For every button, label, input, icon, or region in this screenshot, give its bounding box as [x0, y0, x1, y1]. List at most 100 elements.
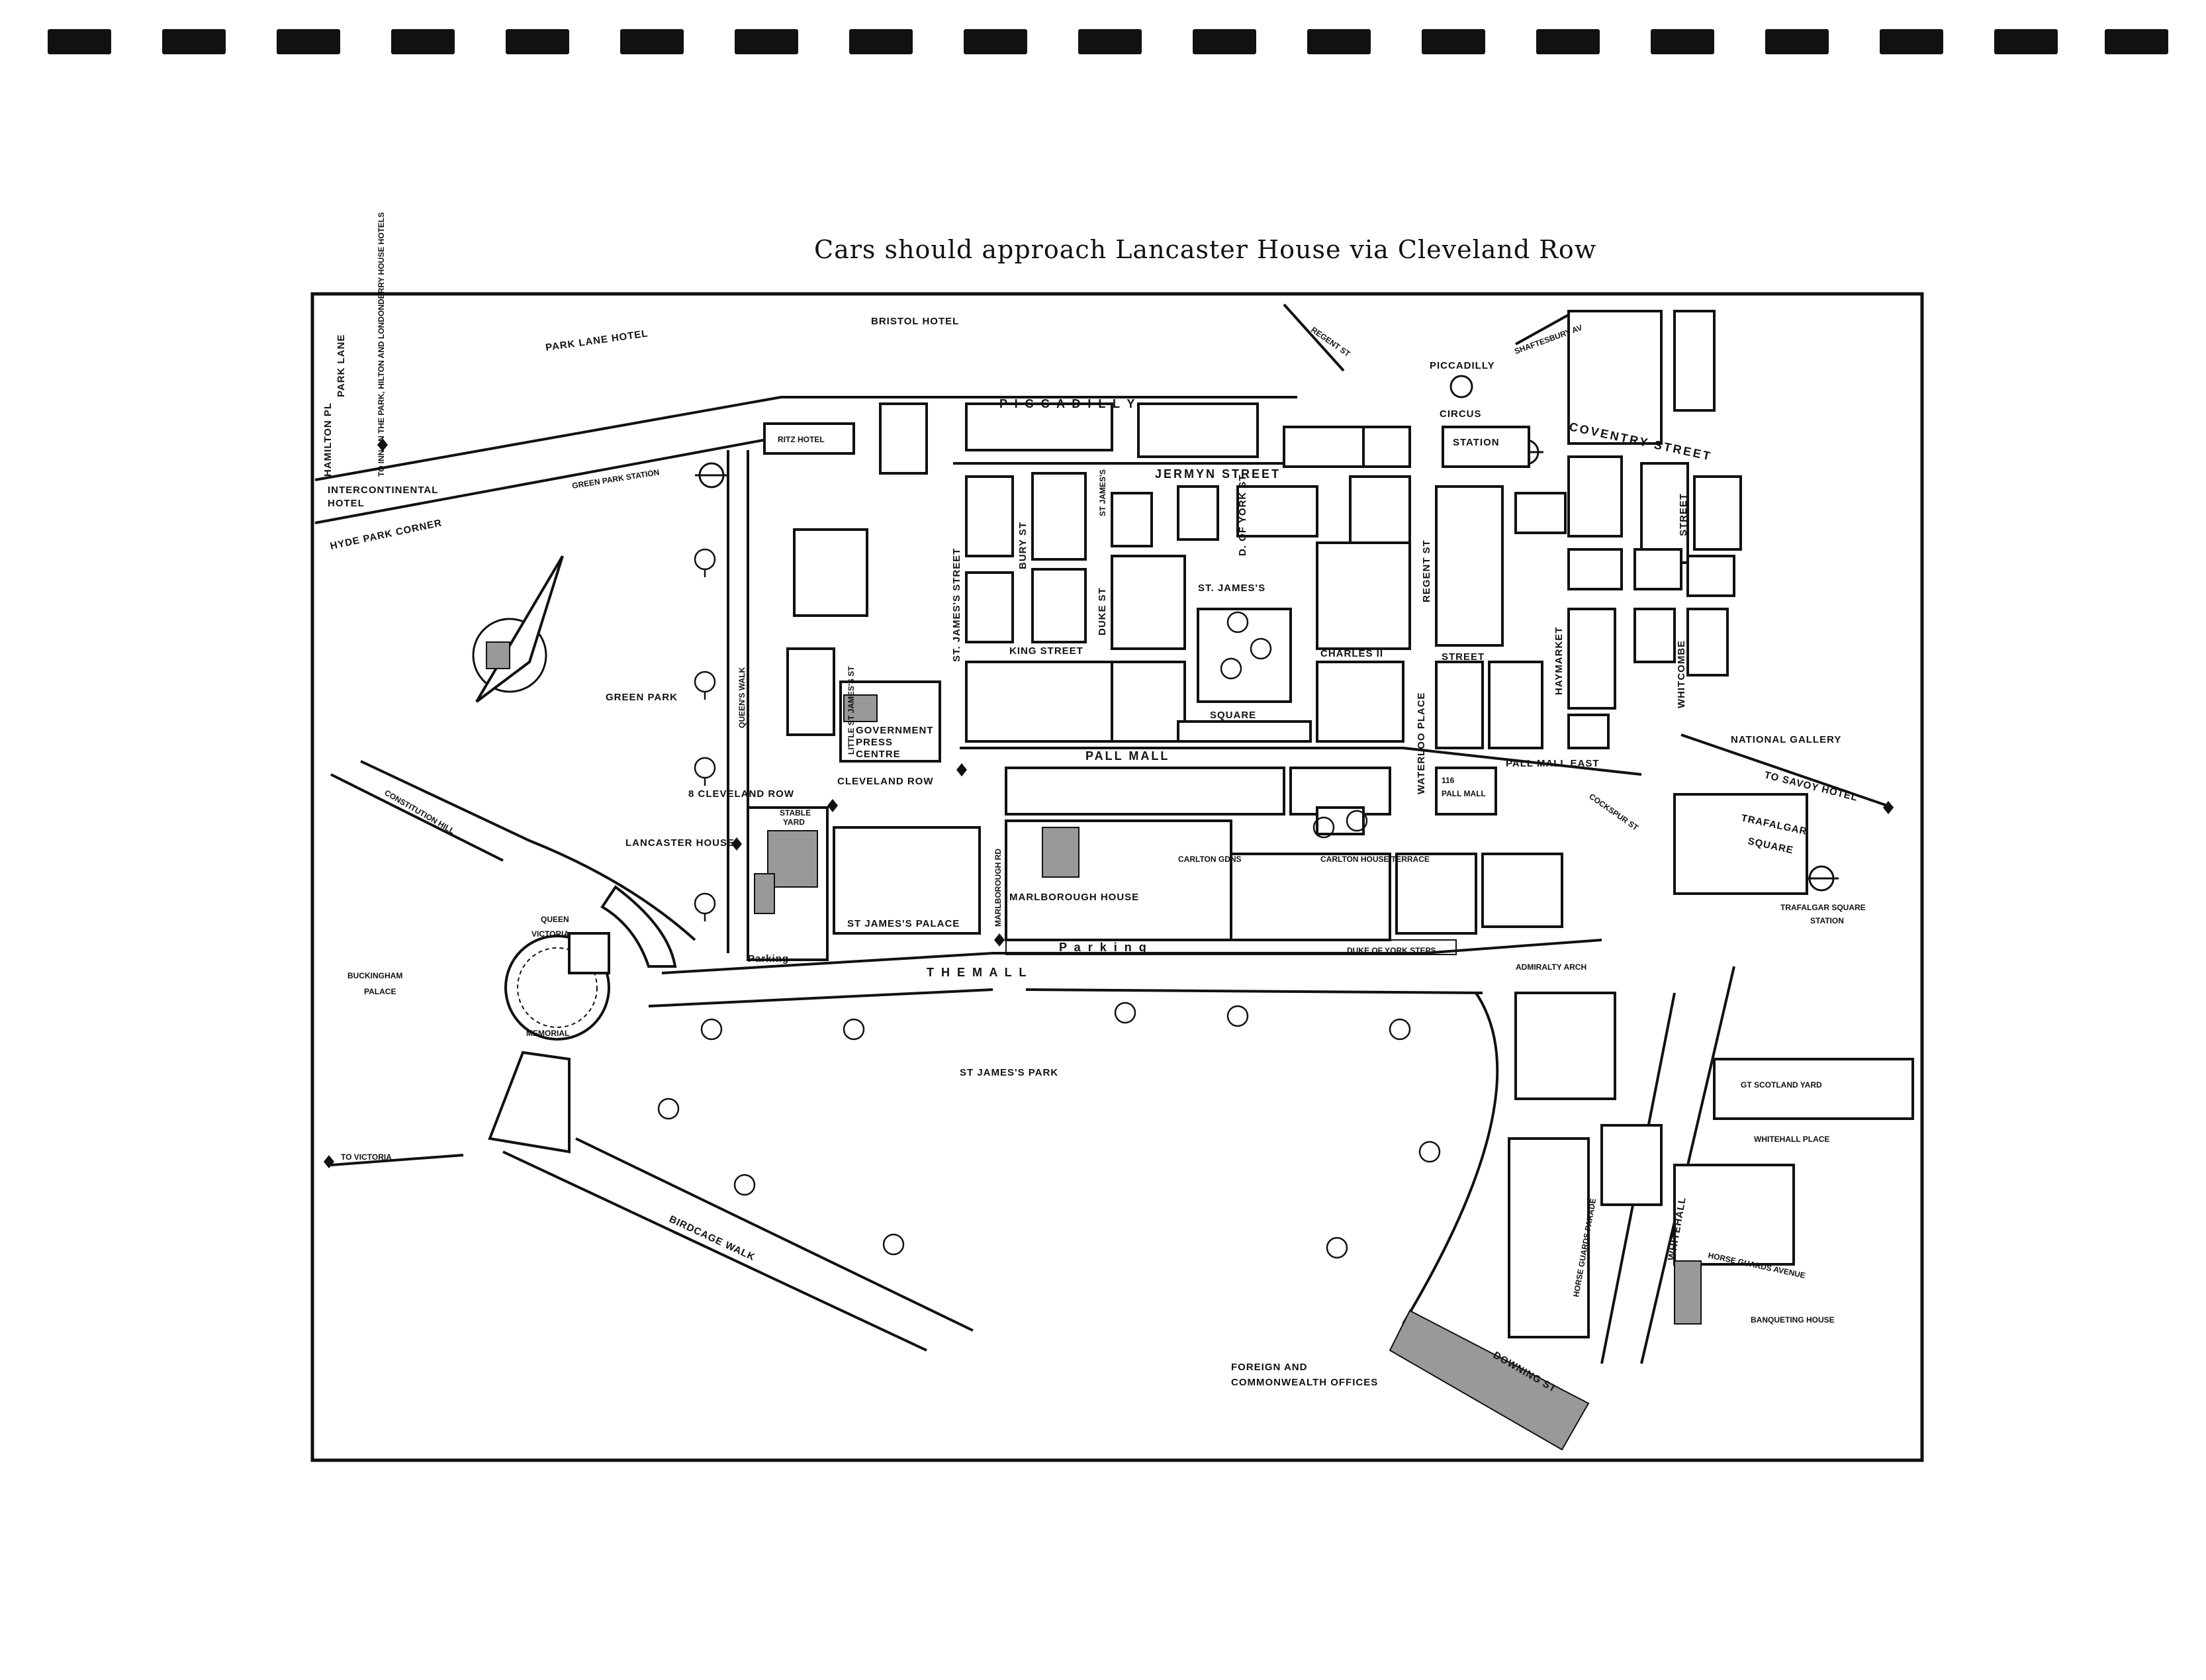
label-constitution-hill: CONSTITUTION HILL	[383, 788, 457, 835]
arrow-marker-icon	[377, 438, 388, 451]
label-foreign-offices-1: FOREIGN AND	[1231, 1362, 1307, 1373]
label-trafalgar-square-station-2: STATION	[1810, 916, 1844, 925]
stable-yard-building	[754, 873, 775, 914]
label-memorial: MEMORIAL	[526, 1029, 569, 1038]
label-trafalgar-square-station-1: TRAFALGAR SQUARE	[1780, 903, 1866, 912]
marlborough-house-building	[1042, 827, 1080, 878]
label-park-lane: PARK LANE	[336, 334, 347, 397]
label-waterloo-place: WATERLOO PLACE	[1416, 692, 1427, 794]
label-square: SQUARE	[1210, 710, 1256, 721]
label-the-mall: T H E M A L L	[927, 966, 1028, 979]
tree-icon	[694, 671, 716, 700]
label-whitehall-place: WHITEHALL PLACE	[1754, 1135, 1829, 1144]
tree-icon	[1326, 1237, 1348, 1259]
label-regent-st: REGENT ST	[1421, 539, 1432, 602]
tree-icon	[1114, 1002, 1136, 1024]
tree-icon	[657, 1097, 680, 1120]
label-green-park-station: GREEN PARK STATION	[571, 467, 660, 490]
arrow-marker-icon	[1883, 801, 1894, 814]
tree-icon	[700, 1018, 723, 1041]
label-pall-mall-east: PALL MALL EAST	[1506, 758, 1600, 769]
label-hamilton-pl: HAMILTON PL	[322, 402, 334, 477]
label-duke-of-york-st: D. OF YORK ST.	[1237, 472, 1248, 556]
label-stable: STABLE	[780, 808, 811, 817]
approach-markers	[324, 438, 1894, 1168]
label-ritz-hotel: RITZ HOTEL	[778, 435, 825, 444]
label-lancaster-house: LANCASTER HOUSE	[625, 837, 735, 849]
tree-icon	[1220, 657, 1242, 680]
label-bristol-hotel: BRISTOL HOTEL	[871, 316, 959, 327]
piccadilly-circus-symbol	[1449, 375, 1473, 398]
label-regent-st-top: REGENT ST	[1309, 325, 1352, 359]
label-parking-2: P a r k i n g	[1059, 941, 1148, 954]
tree-icon	[694, 892, 716, 921]
pall-mall-road	[960, 747, 1642, 776]
arrow-marker-icon	[324, 1155, 334, 1168]
tree-icon	[694, 757, 716, 786]
the-mall-road-south-2	[1025, 988, 1483, 994]
label-8-cleveland-row: 8 CLEVELAND ROW	[688, 788, 794, 800]
label-green-park: GREEN PARK	[606, 692, 678, 703]
label-carlton-house-terrace: CARLTON HOUSE TERRACE	[1320, 855, 1430, 864]
label-centre: CENTRE	[856, 749, 901, 760]
tree-icon	[843, 1018, 865, 1041]
label-st-jamess-park: ST JAMES'S PARK	[960, 1067, 1058, 1078]
horse-guards-curve	[1402, 992, 1499, 1325]
label-queen: QUEEN	[541, 915, 569, 924]
label-charles-ii: CHARLES II	[1320, 648, 1383, 659]
piccadilly-road-south	[314, 436, 782, 524]
hyde-park-corner-monument	[472, 555, 564, 703]
tree-icon	[882, 1233, 905, 1256]
label-government: GOVERNMENT	[856, 725, 934, 736]
label-st-jamess-palace: ST JAMES'S PALACE	[847, 918, 960, 929]
arrow-marker-icon	[994, 933, 1005, 947]
tree-icon	[1389, 1018, 1411, 1041]
trafalgar-road	[1680, 733, 1894, 809]
label-king-street: KING STREET	[1009, 645, 1083, 657]
label-queens-walk: QUEEN'S WALK	[737, 667, 747, 728]
constitution-hill-road	[330, 773, 504, 862]
label-duke-of-york-steps: DUKE OF YORK STEPS	[1347, 946, 1436, 955]
foreign-commonwealth-offices-building	[1389, 1309, 1590, 1451]
label-national-gallery: NATIONAL GALLERY	[1731, 734, 1841, 745]
label-park-lane-hotel: PARK LANE HOTEL	[545, 328, 649, 353]
shaftesbury-road	[1515, 310, 1576, 346]
parking-strip	[1005, 939, 1457, 955]
label-station: STATION	[1453, 437, 1500, 448]
label-st-jamess-street: ST. JAMES'S STREET	[951, 548, 962, 662]
building-blocks	[568, 310, 1914, 1338]
label-intercontinental: INTERCONTINENTAL	[328, 485, 438, 496]
label-victoria: VICTORIA	[531, 929, 569, 939]
label-little-st-jamess-st: LITTLE ST JAMES'S ST	[847, 666, 856, 755]
arrow-marker-icon	[827, 799, 838, 812]
label-hotels-list: TO INN ON THE PARK, HILTON AND LONDONDER…	[377, 212, 386, 477]
the-mall-road-south	[648, 988, 993, 1007]
label-pall-mall: PALL MALL	[1085, 749, 1170, 763]
label-parking-1: Parking	[748, 953, 789, 964]
the-mall-road-north	[661, 939, 1602, 974]
park-trees	[657, 548, 1441, 1259]
arrow-marker-icon	[731, 837, 742, 851]
piccadilly-road-north	[314, 396, 1297, 481]
label-marlborough-house: MARLBOROUGH HOUSE	[1009, 892, 1139, 903]
lancaster-house-building	[767, 830, 818, 888]
label-to-victoria: TO VICTORIA	[341, 1152, 392, 1162]
label-buckingham: BUCKINGHAM	[347, 971, 402, 980]
birdcage-walk-road	[502, 1150, 927, 1352]
tree-icon	[1418, 1141, 1441, 1163]
label-palace: PALACE	[364, 987, 396, 996]
to-victoria-road	[330, 1154, 464, 1166]
memorial-triangle	[488, 1050, 571, 1154]
label-duke-st: DUKE ST	[1097, 587, 1108, 635]
label-haymarket: HAYMARKET	[1553, 627, 1565, 695]
tree-icon	[1312, 816, 1335, 839]
label-street: STREET	[1678, 493, 1689, 536]
label-marlborough-rd: MARLBOROUGH RD	[993, 849, 1003, 927]
label-st-jamess-square: ST. JAMES'S	[1198, 583, 1265, 594]
tree-icon	[694, 548, 716, 577]
banqueting-house-building	[1674, 1260, 1702, 1325]
label-cleveland-row: CLEVELAND ROW	[837, 776, 934, 787]
label-hotel: HOTEL	[328, 498, 365, 509]
regent-st-top-road	[1283, 303, 1345, 372]
